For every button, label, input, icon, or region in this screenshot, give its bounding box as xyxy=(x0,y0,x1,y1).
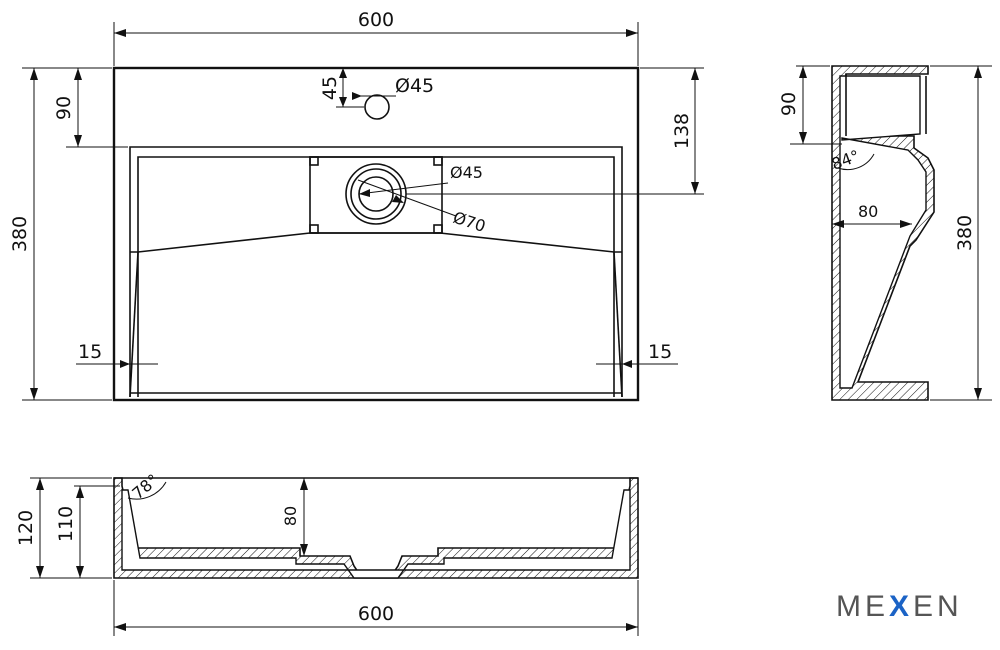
front-view: 120 110 78° 80 600 xyxy=(15,470,639,636)
tap-offset-label: 90 xyxy=(53,96,75,120)
side-depth-label: 80 xyxy=(858,202,878,221)
tap-hole xyxy=(364,94,390,120)
front-width-label: 600 xyxy=(358,603,394,625)
drain-offset-label: 138 xyxy=(671,113,693,149)
top-view-bowl-slope xyxy=(130,232,622,253)
top-view: 600 380 90 45 Ø45 138 Ø45 xyxy=(9,9,704,402)
drain-plate xyxy=(309,156,443,234)
mexen-logo: MEXEN xyxy=(836,590,963,623)
tap-hole-dia-label: Ø45 xyxy=(395,75,434,97)
wall-left-label: 15 xyxy=(78,341,102,363)
front-bowl-depth-label: 80 xyxy=(281,506,300,526)
top-view-bowl-outline xyxy=(129,146,623,397)
drain-inner-dia-label: Ø45 xyxy=(450,163,483,182)
wall-right-label: 15 xyxy=(648,341,672,363)
top-view-outline xyxy=(112,66,640,402)
side-view: 90 84° 80 380 xyxy=(778,65,992,401)
drain-outer-dia-label: Ø70 xyxy=(451,208,488,236)
top-height-label: 380 xyxy=(9,216,31,252)
front-inner-height-label: 110 xyxy=(55,506,77,542)
top-width-label: 600 xyxy=(358,9,394,31)
side-height-label: 380 xyxy=(954,215,976,251)
side-top-offset-label: 90 xyxy=(778,92,800,116)
front-total-height-label: 120 xyxy=(15,510,37,546)
tap-hole-offset-label: 45 xyxy=(319,76,341,100)
front-angle-label: 78° xyxy=(128,470,162,503)
